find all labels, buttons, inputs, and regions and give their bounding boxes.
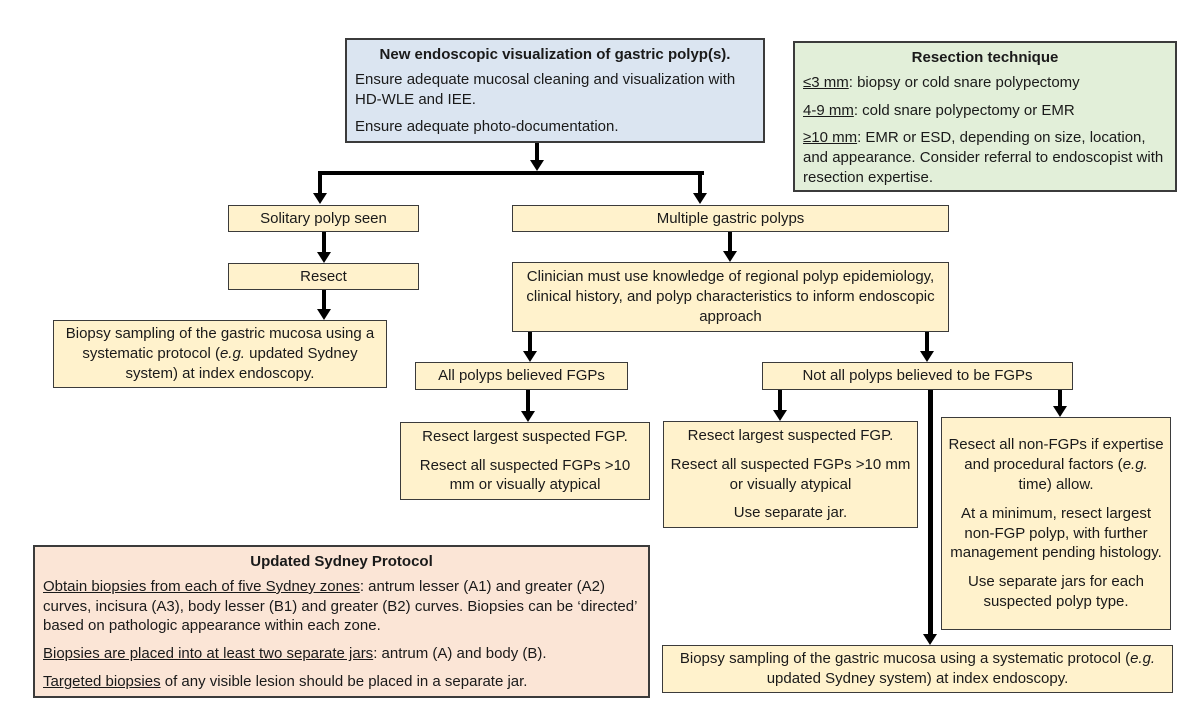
resect-fgp-left-p1: Resect largest suspected FGP. bbox=[422, 427, 628, 445]
solitary-polyp-label: Solitary polyp seen bbox=[260, 209, 387, 227]
biopsy-bottom-pre: Biopsy sampling of the gastric mucosa us… bbox=[679, 650, 1131, 668]
connector-start-down bbox=[535, 143, 539, 161]
connector-branch-bar bbox=[318, 171, 704, 175]
resection-rule-medium-size: 4-9 mm bbox=[803, 101, 854, 119]
non-fgps-p1-post: time) allow. bbox=[1018, 475, 1094, 493]
connector-notall-mid bbox=[778, 390, 782, 410]
arrowhead-start-to-branch bbox=[530, 160, 544, 171]
resect-box: Resect bbox=[228, 263, 419, 290]
resect-fgp-left-box: Resect largest suspected FGP. Resect all… bbox=[400, 422, 650, 500]
start-box-title: New endoscopic visualization of gastric … bbox=[379, 46, 731, 63]
arrowhead-to-nonfgps bbox=[1053, 406, 1067, 417]
sydney-p3-rest: of any visible lesion should be placed i… bbox=[160, 672, 528, 690]
arrowhead-to-allfgps bbox=[523, 351, 537, 362]
connector-branch-left bbox=[318, 171, 322, 193]
not-all-fgps-box: Not all polyps believed to be FGPs bbox=[762, 362, 1073, 390]
not-all-fgps-label: Not all polyps believed to be FGPs bbox=[802, 367, 1033, 385]
non-fgps-p1-eg: e.g. bbox=[1122, 456, 1148, 474]
multiple-polyps-label: Multiple gastric polyps bbox=[656, 209, 805, 227]
biopsy-sampling-bottom-text: Biopsy sampling of the gastric mucosa us… bbox=[669, 649, 1166, 689]
arrowhead-to-biopsy-bottom bbox=[923, 634, 937, 645]
biopsy-sampling-left-box: Biopsy sampling of the gastric mucosa us… bbox=[53, 320, 387, 388]
sydney-p3: Targeted biopsies of any visible lesion … bbox=[43, 672, 640, 692]
non-fgps-p1-pre: Resect all non-FGPs if expertise and pro… bbox=[948, 436, 1164, 474]
resection-rule-large-text: : EMR or ESD, depending on size, locatio… bbox=[803, 129, 1164, 186]
arrowhead-to-clinician bbox=[723, 251, 737, 262]
start-box-line1: Ensure adequate mucosal cleaning and vis… bbox=[355, 70, 736, 108]
sydney-p2-underline: Biopsies are placed into at least two se… bbox=[43, 645, 374, 663]
sydney-p2: Biopsies are placed into at least two se… bbox=[43, 644, 640, 664]
resection-rule-small: ≤3 mm: biopsy or cold snare polypectomy bbox=[803, 73, 1167, 93]
resection-rule-medium-text: : cold snare polypectomy or EMR bbox=[853, 101, 1075, 119]
non-fgps-p2: At a minimum, resect largest non-FGP pol… bbox=[950, 504, 1162, 562]
biopsy-left-pre: Biopsy sampling of the gastric mucosa us… bbox=[65, 325, 375, 363]
arrowhead-to-resect bbox=[317, 252, 331, 263]
resection-rule-small-size: ≤3 mm bbox=[803, 73, 849, 91]
resect-fgp-mid-p1: Resect largest suspected FGP. bbox=[687, 426, 894, 444]
resect-fgp-mid-p3: Use separate jar. bbox=[733, 504, 848, 522]
start-box-line2: Ensure adequate photo-documentation. bbox=[355, 118, 619, 136]
arrowhead-to-resect-fgp-left bbox=[521, 411, 535, 422]
connector-allfgps-child bbox=[526, 390, 530, 411]
connector-notall-right bbox=[1058, 390, 1062, 406]
arrowhead-to-multiple bbox=[693, 193, 707, 204]
start-box: New endoscopic visualization of gastric … bbox=[345, 38, 765, 143]
connector-multiple-clinician bbox=[728, 232, 732, 251]
all-fgps-label: All polyps believed FGPs bbox=[438, 367, 605, 385]
arrowhead-to-solitary bbox=[313, 193, 327, 204]
resect-fgp-mid-p2: Resect all suspected FGPs >10 mm or visu… bbox=[670, 455, 911, 493]
solitary-polyp-box: Solitary polyp seen bbox=[228, 205, 419, 232]
arrowhead-to-biopsy-left bbox=[317, 309, 331, 320]
resection-rule-large-size: ≥10 mm bbox=[803, 129, 858, 147]
biopsy-bottom-post: updated Sydney system) at index endoscop… bbox=[766, 670, 1069, 687]
non-fgps-p1: Resect all non-FGPs if expertise and pro… bbox=[948, 435, 1164, 494]
connector-resect-biopsy bbox=[322, 290, 326, 309]
resection-rule-large: ≥10 mm: EMR or ESD, depending on size, l… bbox=[803, 128, 1167, 187]
connector-notall-bottom bbox=[928, 390, 933, 634]
sydney-p2-rest: : antrum (A) and body (B). bbox=[373, 645, 547, 663]
clinician-knowledge-text: Clinician must use knowledge of regional… bbox=[526, 268, 935, 325]
resection-rule-small-text: : biopsy or cold snare polypectomy bbox=[848, 73, 1080, 91]
resection-technique-box: Resection technique ≤3 mm: biopsy or col… bbox=[793, 41, 1177, 192]
non-fgps-p3: Use separate jars for each suspected pol… bbox=[968, 573, 1144, 610]
sydney-p1-rest: : antrum lesser (A1) and greater (A2) cu… bbox=[43, 577, 637, 635]
sydney-p3-underline: Targeted biopsies bbox=[43, 672, 161, 690]
biopsy-sampling-bottom-box: Biopsy sampling of the gastric mucosa us… bbox=[662, 645, 1173, 693]
resect-fgp-left-p2: Resect all suspected FGPs >10 mm or visu… bbox=[419, 456, 631, 494]
sydney-p1: Obtain biopsies from each of five Sydney… bbox=[43, 577, 640, 636]
connector-branch-right bbox=[698, 171, 702, 193]
all-fgps-box: All polyps believed FGPs bbox=[415, 362, 628, 390]
biopsy-sampling-left-text: Biopsy sampling of the gastric mucosa us… bbox=[60, 324, 380, 383]
resect-fgp-mid-box: Resect largest suspected FGP. Resect all… bbox=[663, 421, 918, 528]
arrowhead-to-resect-fgp-mid bbox=[773, 410, 787, 421]
resect-label: Resect bbox=[300, 267, 347, 285]
arrowhead-to-notall bbox=[920, 351, 934, 362]
multiple-polyps-box: Multiple gastric polyps bbox=[512, 205, 949, 232]
connector-solitary-resect bbox=[322, 232, 326, 252]
biopsy-bottom-eg: e.g. bbox=[1130, 650, 1156, 668]
sydney-p1-underline: Obtain biopsies from each of five Sydney… bbox=[43, 577, 360, 595]
biopsy-left-eg: e.g. bbox=[219, 345, 245, 363]
connector-clinician-notall bbox=[925, 332, 929, 351]
resection-technique-title: Resection technique bbox=[911, 49, 1059, 66]
clinician-knowledge-box: Clinician must use knowledge of regional… bbox=[512, 262, 949, 332]
sydney-protocol-title: Updated Sydney Protocol bbox=[250, 553, 433, 570]
non-fgps-box: Resect all non-FGPs if expertise and pro… bbox=[941, 417, 1171, 630]
connector-clinician-allfgps bbox=[528, 332, 532, 351]
biopsy-left-post: updated Sydney system) at index endoscop… bbox=[125, 345, 358, 382]
sydney-protocol-box: Updated Sydney Protocol Obtain biopsies … bbox=[33, 545, 650, 698]
resection-rule-medium: 4-9 mm: cold snare polypectomy or EMR bbox=[803, 101, 1167, 121]
